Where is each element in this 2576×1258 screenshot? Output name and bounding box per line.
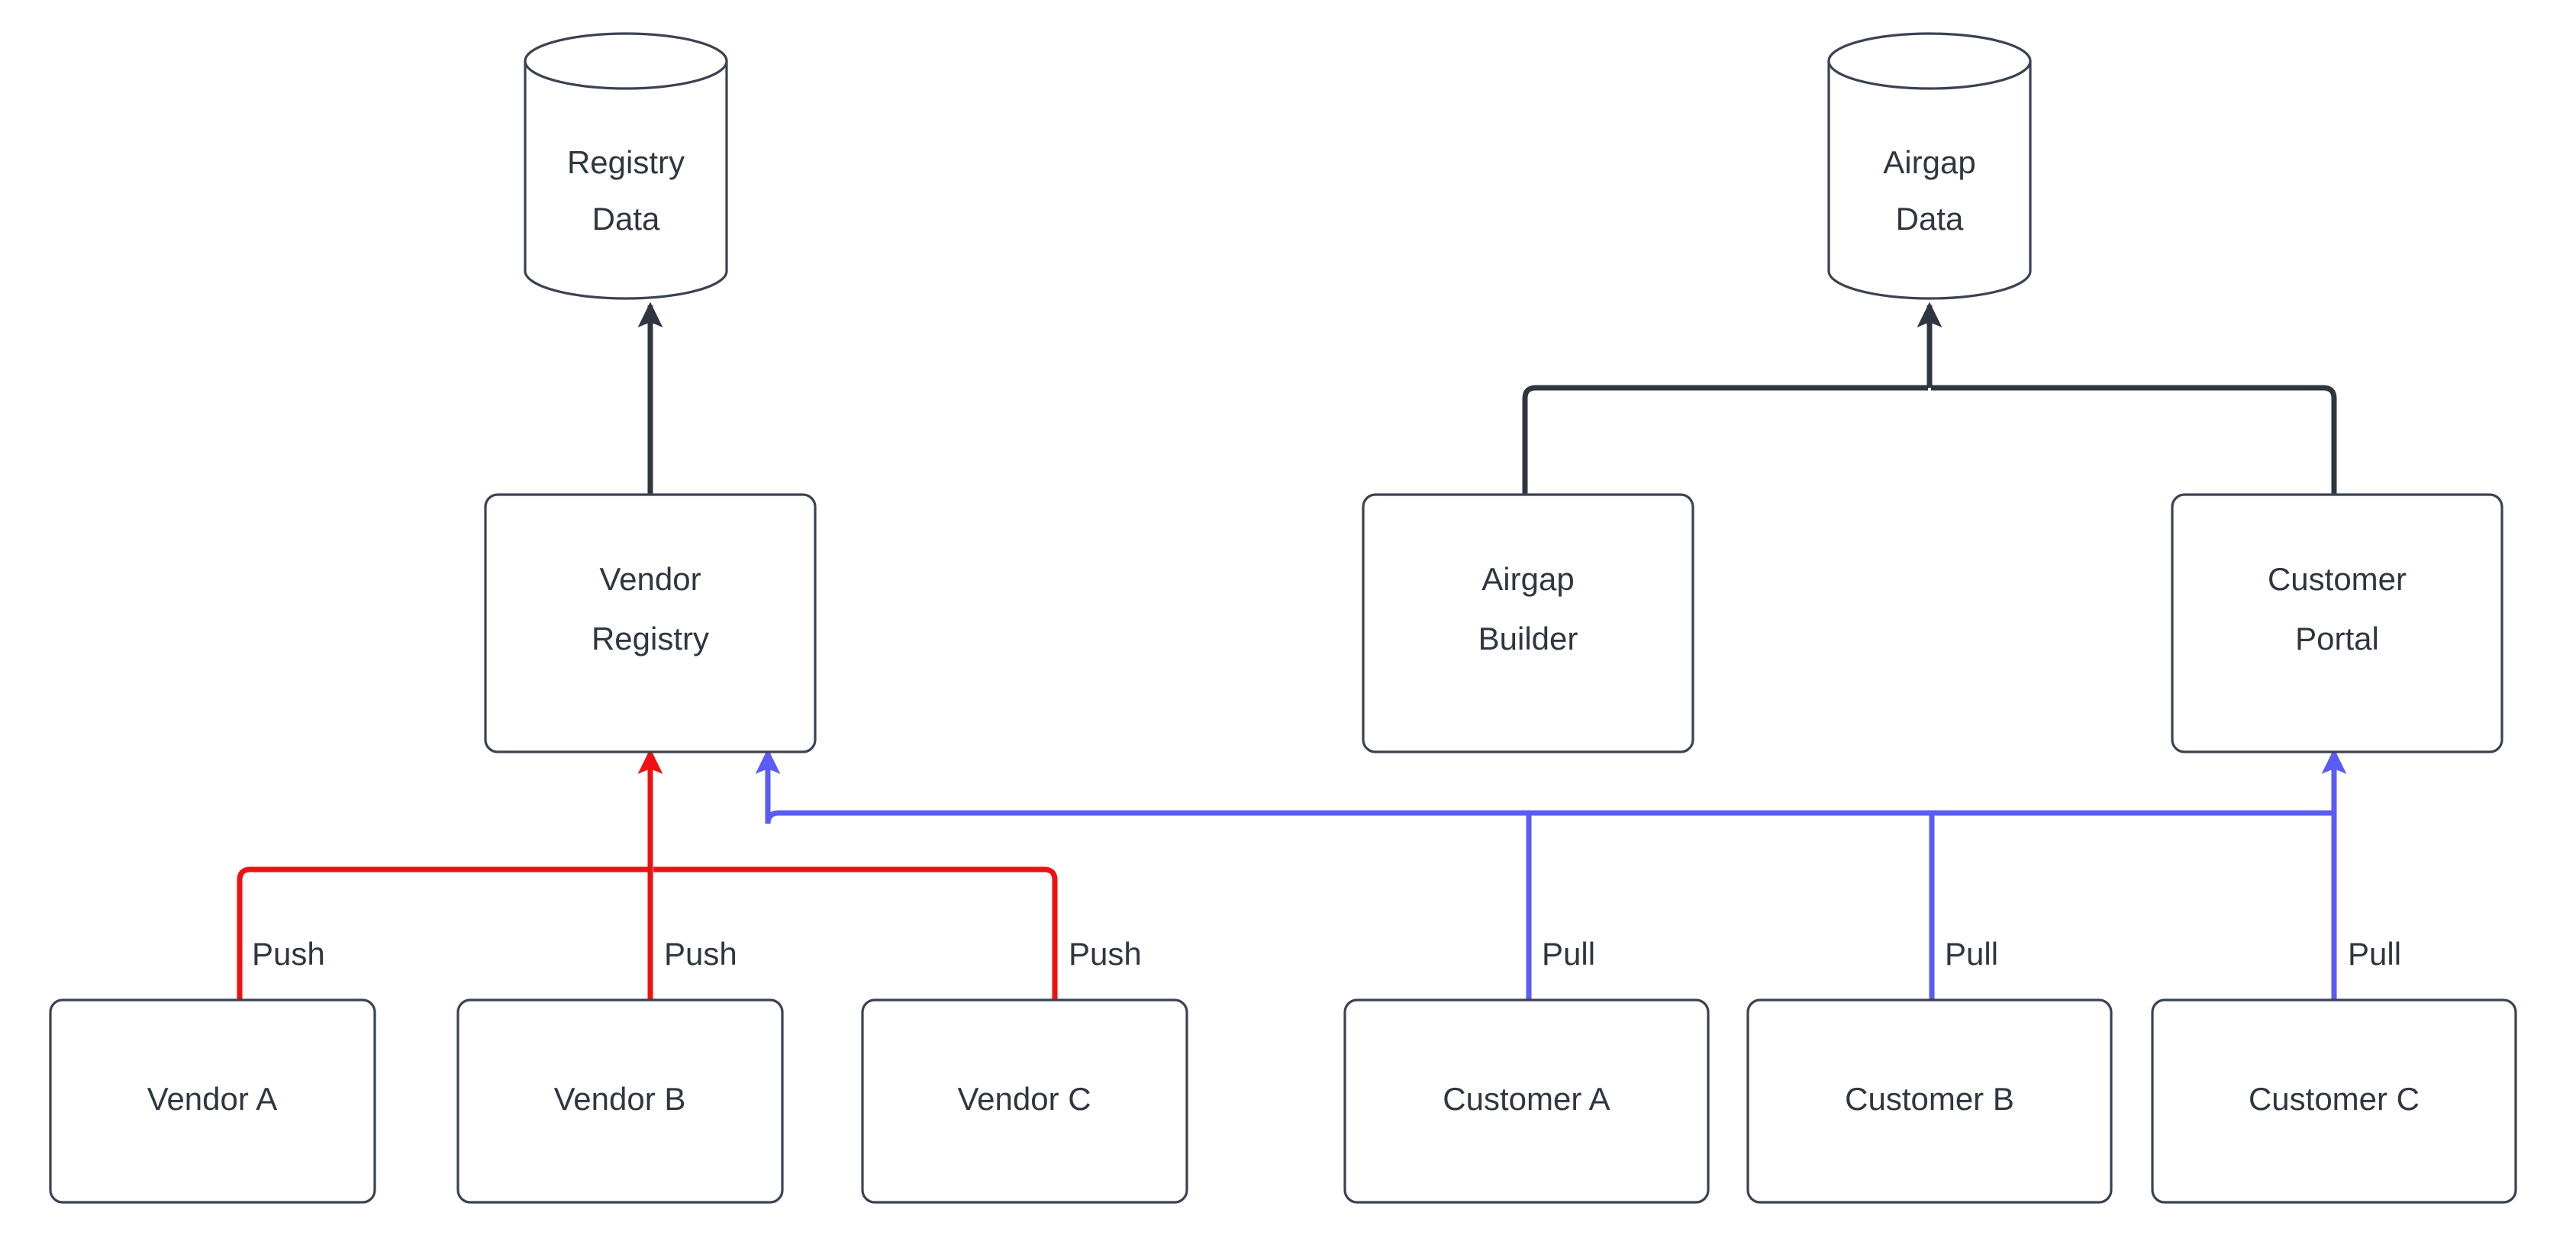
edge-group-push [237, 748, 1058, 1000]
service-vendor-registry[interactable]: Vendor Registry [484, 493, 817, 753]
edge-label-customer-b-pull: Pull [1945, 936, 1998, 972]
edge-airgap-builder-to-airgap-data [1522, 385, 1928, 495]
edge-label-customer-a-pull: Pull [1542, 936, 1595, 972]
actor-vendor-c[interactable]: Vendor C [861, 998, 1188, 1204]
actor-vendor-b[interactable]: Vendor B [456, 998, 784, 1204]
actor-vendor-a[interactable]: Vendor A [49, 998, 376, 1204]
edge-label-vendor-a-push: Push [252, 936, 325, 972]
edge-group-pull [755, 748, 2347, 1000]
datastore-airgap-data[interactable]: Airgap Data [1827, 32, 2032, 300]
edge-label-vendor-b-push: Push [664, 936, 737, 972]
actor-customer-a[interactable]: Customer A [1343, 998, 1710, 1204]
edge-label-vendor-c-push: Push [1069, 936, 1142, 972]
edge-customer-portal-to-airgap-data [1931, 385, 2337, 495]
actor-customer-c[interactable]: Customer C [2151, 998, 2517, 1204]
service-customer-portal[interactable]: Customer Portal [2171, 493, 2503, 753]
service-airgap-builder[interactable]: Airgap Builder [1362, 493, 1694, 753]
actor-customer-b[interactable]: Customer B [1746, 998, 2113, 1204]
datastore-registry-data[interactable]: Registry Data [524, 32, 728, 300]
edge-label-customer-c-pull: Pull [2348, 936, 2401, 972]
